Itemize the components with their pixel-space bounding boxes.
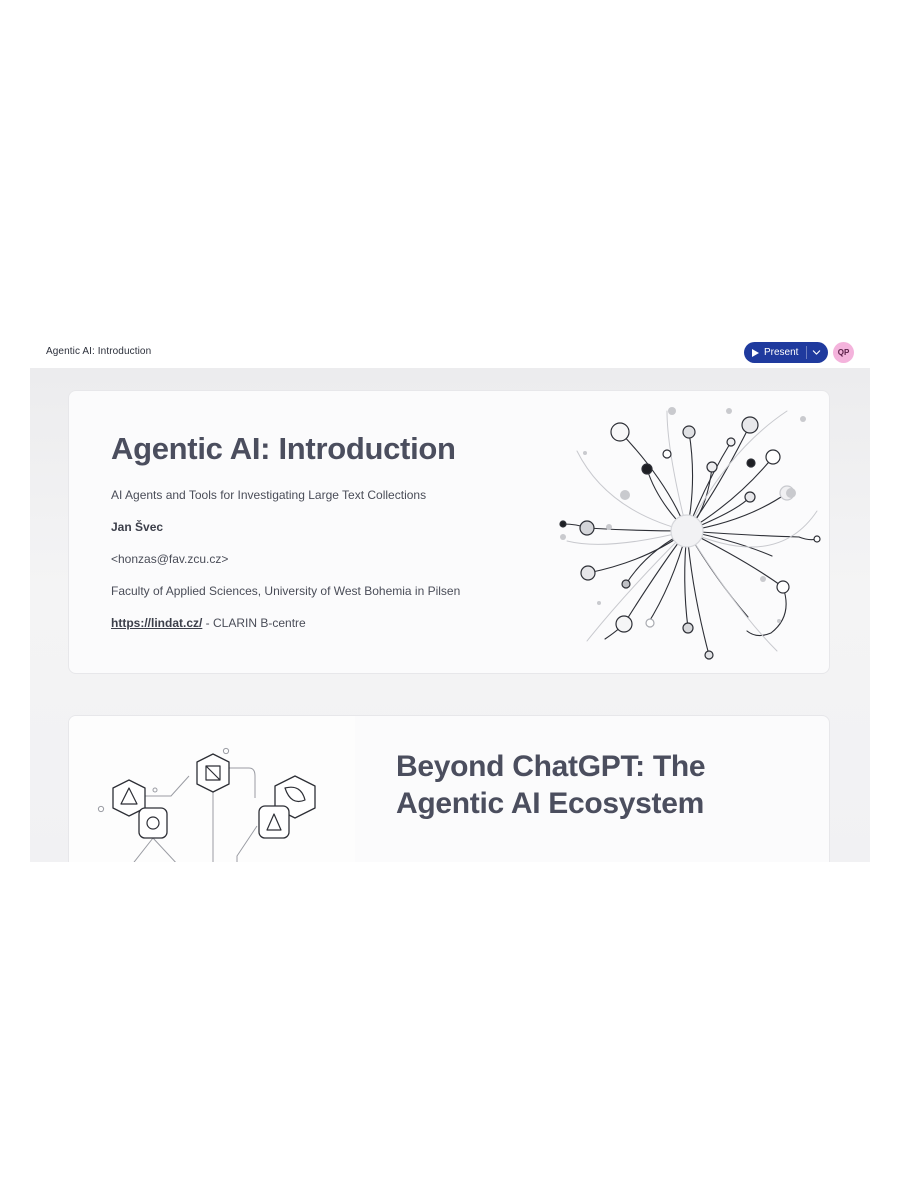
author-email: <honzas@fav.zcu.cz> — [111, 552, 229, 566]
author-affiliation: Faculty of Applied Sciences, University … — [111, 584, 461, 598]
network-illustration-icon — [559, 407, 821, 660]
slide-title: Agentic AI: Introduction — [111, 431, 456, 466]
slide-subtitle: AI Agents and Tools for Investigating La… — [111, 488, 427, 502]
slide-2[interactable]: Beyond ChatGPT: The Agentic AI Ecosystem — [68, 715, 830, 862]
slide-2-title-line-2: Agentic AI Ecosystem — [396, 787, 704, 820]
top-bar: Agentic AI: Introduction Present QP — [30, 336, 870, 368]
slide-1[interactable]: Agentic AI: Introduction AI Agents and T… — [68, 390, 830, 674]
link-suffix: - CLARIN B-centre — [202, 616, 306, 630]
slide-2-title: Beyond ChatGPT: The Agentic AI Ecosystem — [396, 748, 816, 822]
play-icon — [752, 348, 759, 357]
slide-2-illustration-panel — [69, 716, 355, 862]
slide-2-title-line-1: Beyond ChatGPT: The — [396, 750, 706, 783]
present-divider — [806, 346, 807, 359]
document-title: Agentic AI: Introduction — [46, 346, 152, 357]
present-button[interactable]: Present — [744, 342, 828, 363]
agent-ecosystem-icon — [97, 747, 316, 862]
lindat-link[interactable]: https://lindat.cz/ — [111, 616, 203, 630]
chevron-down-icon[interactable] — [812, 348, 821, 357]
link-row: https://lindat.cz/ - CLARIN B-centre — [111, 616, 306, 630]
present-label: Present — [764, 347, 799, 358]
slides-canvas[interactable]: Agentic AI: Introduction AI Agents and T… — [30, 368, 870, 862]
user-avatar[interactable]: QP — [833, 342, 854, 363]
author-name: Jan Švec — [111, 520, 164, 534]
